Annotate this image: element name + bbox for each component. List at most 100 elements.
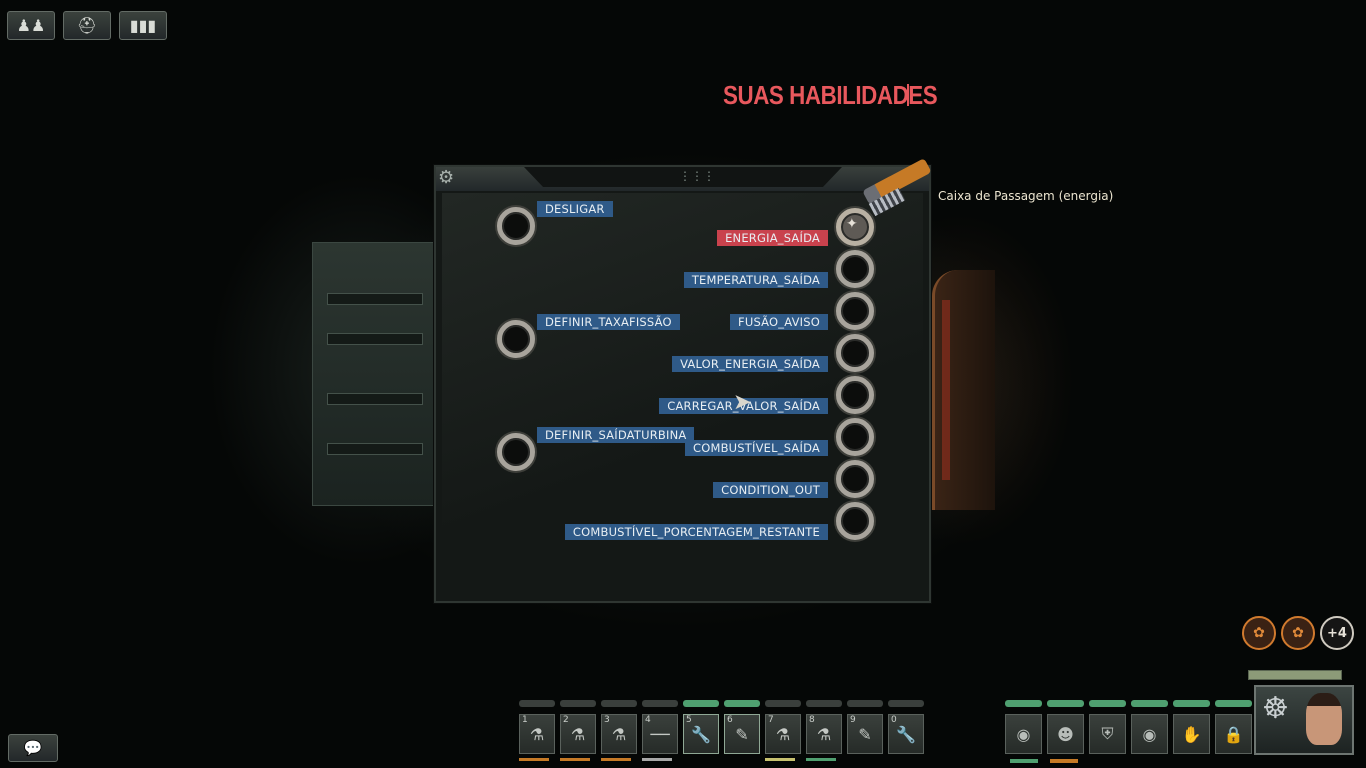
slot-durability [1005,700,1042,707]
hotbar-item[interactable]: 8⚗ [806,714,842,754]
diving-suit-icon[interactable]: ☻ [1047,714,1084,754]
output-connector[interactable] [836,334,874,372]
input-connector[interactable] [497,320,535,358]
skills-title: SUAS HABILIDADES [723,80,938,110]
slot-number: 3 [604,715,610,725]
slot-number: 8 [809,715,815,725]
output-label-fuel-percent: COMBUSTÍVEL_PORCENTAGEM_RESTANTE [564,524,828,540]
equipment-slot[interactable]: ⛨ [1089,700,1126,754]
hotbar-slot[interactable]: 6✎ [724,700,760,761]
hotbar-slot[interactable]: 0🔧 [888,700,924,761]
slot-durability [519,700,555,707]
helmet-icon[interactable]: ◉ [1131,714,1168,754]
slot-number: 2 [563,715,569,725]
equipment-slot[interactable]: ✋ [1173,700,1210,754]
captain-wheel-icon: ☸ [1262,691,1289,726]
gloves-icon[interactable]: ✋ [1173,714,1210,754]
hotbar-slot[interactable]: 2⚗ [560,700,596,761]
drag-handle-icon[interactable]: ⋮⋮⋮ [679,169,715,183]
more-effects-badge[interactable]: +4 [1320,616,1354,650]
hotbar-slot[interactable]: 8⚗ [806,700,842,761]
hotbar-slot[interactable]: 4── [642,700,678,761]
output-label-condition: CONDITION_OUT [713,482,828,498]
slot-number: 4 [645,715,651,725]
slot-number: 5 [686,715,692,725]
hotbar-item[interactable]: 6✎ [724,714,760,754]
output-label-load-value: CARREGAR_VALOR_SAÍDA [659,398,828,414]
gear-icon[interactable]: ⚙ [438,167,455,188]
plug-icon: ✦ [846,216,858,232]
output-connector-wired[interactable]: ✦ [836,208,874,246]
headset-icon[interactable]: ◉ [1005,714,1042,754]
body-armor-icon[interactable]: ⛨ [1089,714,1126,754]
health-bar [1248,670,1342,680]
input-connector[interactable] [497,433,535,471]
hotbar-slot[interactable]: 7⚗ [765,700,801,761]
equipment-slot[interactable]: 🔒 [1215,700,1252,754]
hotbar-item[interactable]: 1⚗ [519,714,555,754]
input-connector[interactable] [497,207,535,245]
hotbar-item[interactable]: 2⚗ [560,714,596,754]
slot-number: 6 [727,715,733,725]
suit-oxygen-meter [1010,759,1038,763]
output-connector[interactable] [836,292,874,330]
hotbar-item[interactable]: 0🔧 [888,714,924,754]
door-light [942,300,950,480]
hotbar-item[interactable]: 4── [642,714,678,754]
panel-tab [524,167,842,187]
panel-header[interactable]: ⋮⋮⋮ ⚙ [436,167,929,191]
input-label-fission-rate: DEFINIR_TAXAFISSÃO [537,314,680,330]
input-label-shutdown: DESLIGAR [537,201,613,217]
hotbar-item[interactable]: 5🔧 [683,714,719,754]
output-connector[interactable] [836,460,874,498]
ammo-meter [601,758,631,761]
plasma-cutter-icon: ⚗ [816,724,832,744]
slot-number: 9 [850,715,856,725]
hotbar: 1⚗ 2⚗ 3⚗ 4── 5🔧 6✎ 7⚗ 8⚗ 9✎ 0🔧 [519,700,924,761]
equipment-slot[interactable]: ☻ [1047,700,1084,754]
equipment-slot[interactable]: ◉ [1131,700,1168,754]
chat-icon[interactable]: 💬 [8,734,58,762]
rifle-icon: ── [650,724,670,744]
bleeding-icon[interactable]: ✿ [1242,616,1276,650]
hotbar-slot[interactable]: 9✎ [847,700,883,761]
hotbar-item[interactable]: 3⚗ [601,714,637,754]
hotbar-slot[interactable]: 1⚗ [519,700,555,761]
output-label-fuel: COMBUSTÍVEL_SAÍDA [684,440,828,456]
output-connector[interactable] [836,376,874,414]
slot-durability [1173,700,1210,707]
screwdriver-icon: ✎ [858,724,872,744]
hotbar-slot[interactable]: 5🔧 [683,700,719,761]
revolver-icon: ⚗ [570,724,586,744]
output-label-meltdown-warning: FUSÃO_AVISO [730,314,828,330]
status-effects: ✿ ✿ +4 [1242,616,1354,650]
crew-icon[interactable]: ♟♟ [7,11,55,40]
slot-number: 7 [768,715,774,725]
hotbar-item[interactable]: 9✎ [847,714,883,754]
armor-meter [1050,759,1078,763]
ammo-meter [519,758,549,761]
smg-icon: ⚗ [529,724,545,744]
drone-icon[interactable]: ⛑ [63,11,111,40]
output-connector[interactable] [836,502,874,540]
mouse-cursor-icon: ➤ [733,390,752,415]
slot-number: 1 [522,715,528,725]
burn-icon[interactable]: ✿ [1281,616,1315,650]
equipment-slot[interactable]: ◉ [1005,700,1042,754]
slot-durability [1047,700,1084,707]
character-portrait[interactable]: ☸ [1254,685,1354,755]
hotbar-item[interactable]: 7⚗ [765,714,801,754]
wrench-icon: 🔧 [691,724,711,744]
hotbar-slot[interactable]: 3⚗ [601,700,637,761]
id-card-icon[interactable]: 🔒 [1215,714,1252,754]
slot-durability [601,700,637,707]
output-label-power: ENERGIA_SAÍDA [717,230,828,246]
avatar [1306,693,1342,745]
stats-icon[interactable]: ▮▮▮ [119,11,167,40]
output-connector[interactable] [836,250,874,288]
ammo-meter [560,758,590,761]
ammo-meter [642,758,672,761]
output-connector[interactable] [836,418,874,456]
title-caret [907,84,909,106]
hovered-item-label: Caixa de Passagem (energia) [938,189,1114,203]
